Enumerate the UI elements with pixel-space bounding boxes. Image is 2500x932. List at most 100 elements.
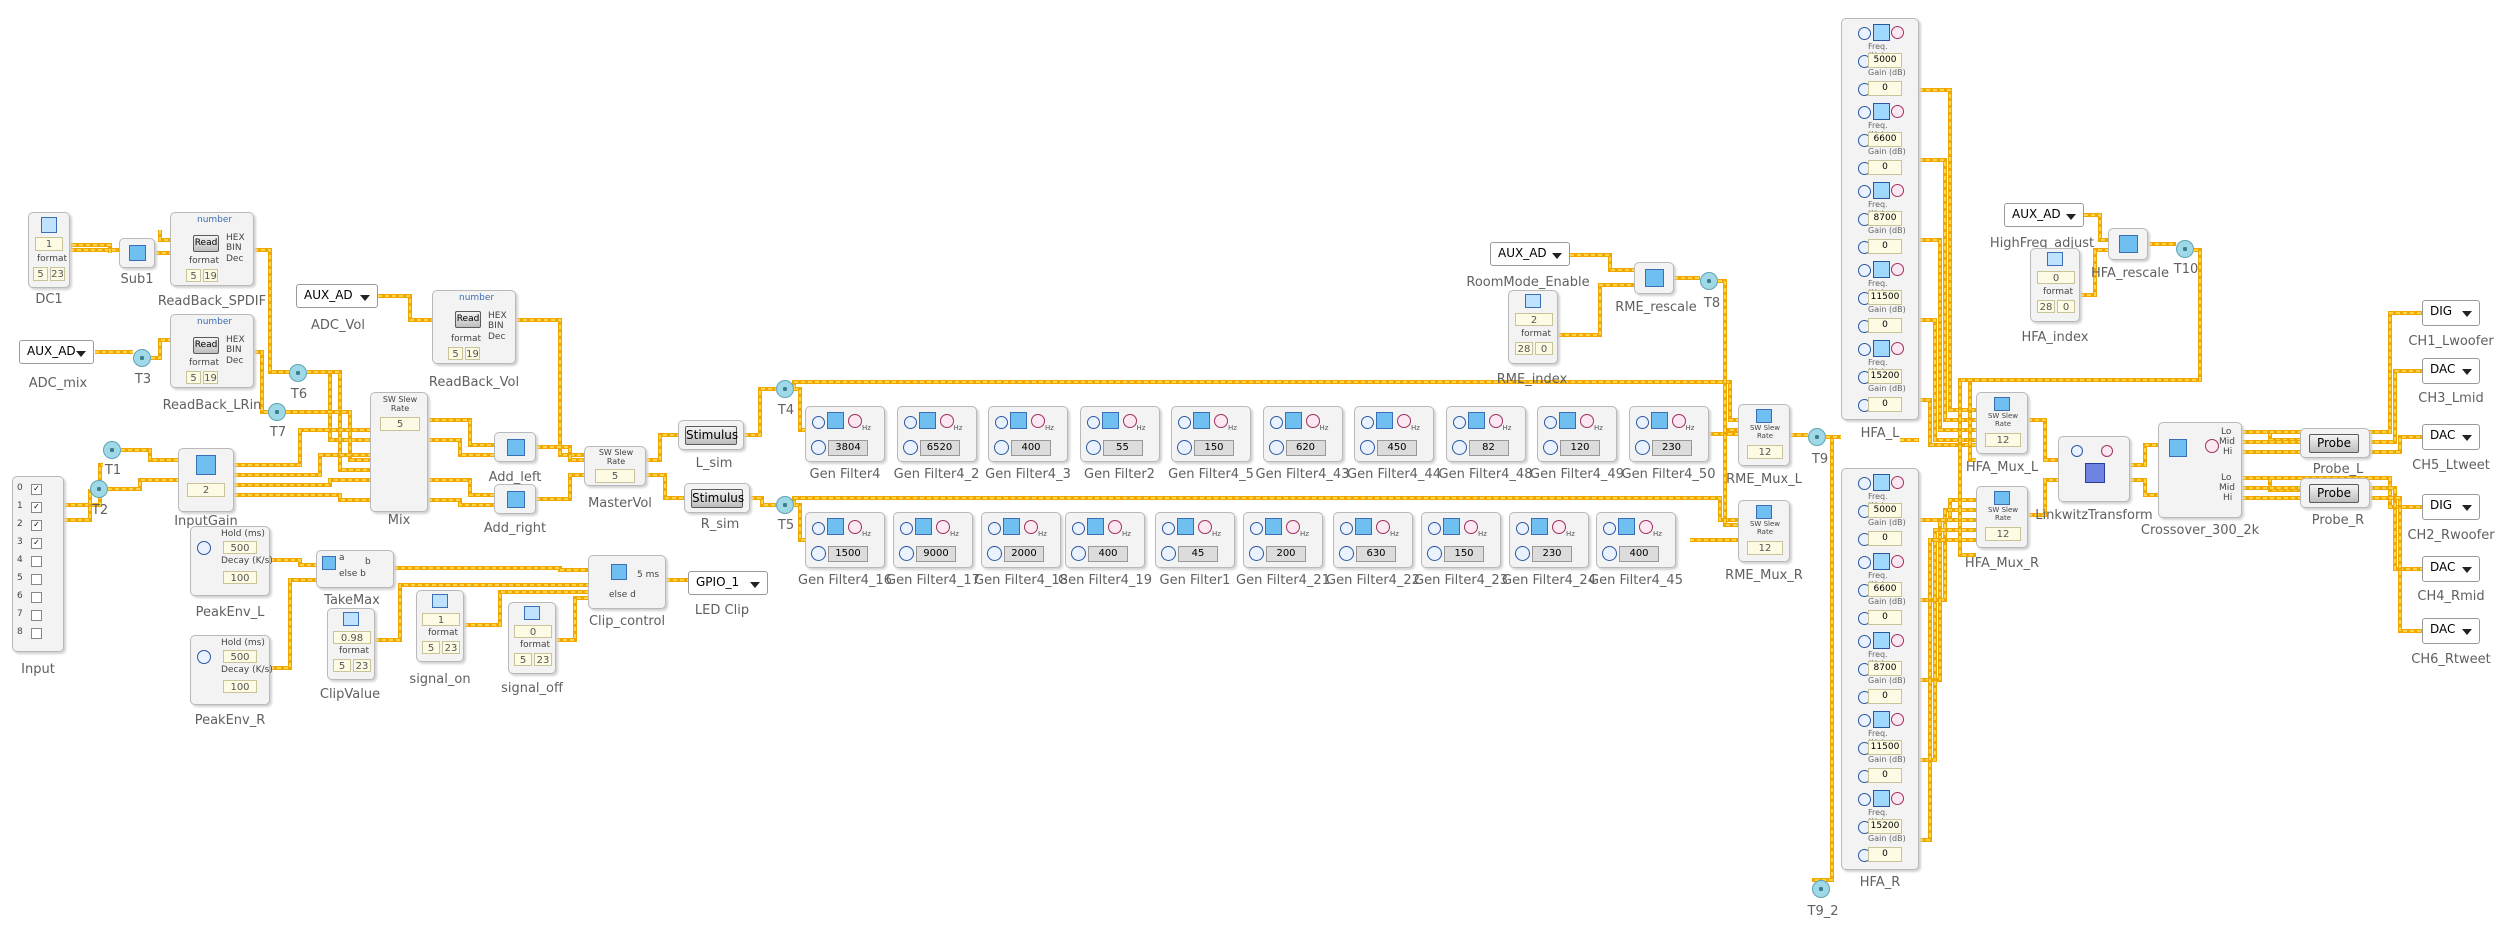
clipvalue-block[interactable]: 0.98 format 5 23 — [327, 608, 375, 680]
input-channel-checkbox[interactable] — [31, 628, 42, 639]
wire[interactable] — [378, 294, 432, 322]
t6-node[interactable] — [289, 364, 307, 382]
filter-frequency-value[interactable]: 400 — [1619, 546, 1659, 562]
filter-frequency-value[interactable]: 1500 — [828, 546, 868, 562]
freq-value[interactable]: 11500 — [1868, 740, 1902, 755]
decay-value[interactable]: 100 — [223, 680, 257, 693]
filter-frequency-value[interactable]: 6520 — [919, 440, 960, 456]
t3-node[interactable] — [133, 349, 151, 367]
gain-value[interactable]: 0 — [1868, 768, 1902, 783]
readback-lrin-block[interactable]: number Read HEX BIN Dec format 5 19 — [170, 314, 254, 388]
probe-button[interactable]: Probe — [2309, 434, 2359, 453]
adc-vol-dropdown[interactable]: AUX_AD — [296, 284, 378, 308]
t1-node[interactable] — [103, 441, 121, 459]
gain-value[interactable]: 0 — [1868, 318, 1902, 333]
filter-frequency-value[interactable]: 82 — [1468, 440, 1509, 456]
format-value-28[interactable]: 28 — [2037, 300, 2055, 313]
input-channel-checkbox[interactable]: ✓ — [31, 484, 42, 495]
wire[interactable] — [2028, 418, 2058, 462]
format-value-5[interactable]: 5 — [333, 659, 351, 672]
filter-frequency-value[interactable]: 55 — [1102, 440, 1143, 456]
format-value-5[interactable]: 5 — [448, 347, 463, 360]
probe-r-block[interactable]: Probe — [2300, 478, 2370, 508]
filter-frequency-value[interactable]: 9000 — [916, 546, 956, 562]
ch2-output[interactable]: DIG — [2422, 494, 2480, 520]
filter-frequency-value[interactable]: 450 — [1377, 440, 1417, 456]
l-sim-block[interactable]: Stimulus — [678, 420, 744, 450]
wire[interactable] — [646, 433, 678, 462]
freq-value[interactable]: 15200 — [1868, 369, 1902, 384]
filter-frequency-value[interactable]: 400 — [1088, 546, 1128, 562]
mux-value[interactable]: 12 — [1747, 541, 1783, 555]
r-sim-block[interactable]: Stimulus — [684, 483, 750, 513]
ch6-output[interactable]: DAC — [2422, 618, 2480, 644]
filter-frequency-value[interactable]: 150 — [1194, 440, 1234, 456]
freq-value[interactable]: 8700 — [1868, 661, 1902, 676]
highfreq-dropdown[interactable]: AUX_AD — [2004, 203, 2084, 227]
hfa-index-block[interactable]: 0 format 28 0 — [2030, 248, 2080, 322]
mastervol-value[interactable]: 5 — [595, 469, 635, 483]
input-channel-checkbox[interactable]: ✓ — [31, 538, 42, 549]
input-channel-checkbox[interactable] — [31, 610, 42, 621]
wire[interactable] — [428, 478, 494, 497]
wire[interactable] — [1812, 435, 1834, 882]
mix-value[interactable]: 5 — [380, 417, 420, 431]
read-button[interactable]: Read — [455, 311, 481, 328]
format-value-23[interactable]: 23 — [442, 641, 460, 654]
format-value-5[interactable]: 5 — [33, 267, 48, 281]
sub1-block[interactable] — [119, 238, 155, 268]
rme-rescale-block[interactable] — [1634, 262, 1674, 294]
signal-on-value[interactable]: 1 — [422, 613, 460, 626]
mix-block[interactable]: SW Slew Rate 5 — [370, 392, 428, 512]
probe-l-block[interactable]: Probe — [2300, 428, 2370, 458]
mux-value[interactable]: 12 — [1985, 527, 2021, 541]
input-channel-checkbox[interactable] — [31, 592, 42, 603]
dc1-block[interactable]: 1 format 5 23 — [28, 212, 70, 288]
rme-index-value[interactable]: 2 — [1515, 313, 1553, 326]
stimulus-button[interactable]: Stimulus — [691, 489, 744, 508]
signal-on-block[interactable]: 1 format 5 23 — [416, 590, 464, 662]
read-button[interactable]: Read — [193, 337, 219, 354]
filter-frequency-value[interactable]: 400 — [1011, 440, 1051, 456]
gain-value[interactable]: 0 — [1868, 239, 1902, 254]
ch4-output[interactable]: DAC — [2422, 556, 2480, 582]
freq-value[interactable]: 5000 — [1868, 503, 1902, 518]
input-channel-checkbox[interactable]: ✓ — [31, 502, 42, 513]
format-value-23[interactable]: 23 — [353, 659, 371, 672]
input-channel-checkbox[interactable]: ✓ — [31, 520, 42, 531]
readback-vol-block[interactable]: number Read HEX BIN Dec format 5 19 — [432, 290, 516, 364]
format-value-19[interactable]: 19 — [465, 347, 480, 360]
crossover-block[interactable]: Lo Mid Hi Lo Mid Hi — [2158, 422, 2242, 518]
filter-frequency-value[interactable]: 230 — [1532, 546, 1572, 562]
hfa-rescale-block[interactable] — [2108, 228, 2148, 260]
filter-frequency-value[interactable]: 200 — [1266, 546, 1306, 562]
takemax-block[interactable]: a b else b — [316, 550, 394, 588]
hold-value[interactable]: 500 — [223, 650, 257, 663]
readback-spdif-block[interactable]: number Read HEX BIN Dec format 5 19 — [170, 212, 254, 286]
mux-value[interactable]: 12 — [1747, 445, 1783, 459]
t2-node[interactable] — [90, 480, 108, 498]
format-value-0[interactable]: 0 — [2057, 300, 2075, 313]
gain-value[interactable]: 0 — [1868, 160, 1902, 175]
clipvalue-value[interactable]: 0.98 — [333, 631, 371, 644]
format-value-5[interactable]: 5 — [186, 371, 201, 384]
add-right-block[interactable] — [494, 484, 536, 514]
add-left-block[interactable] — [494, 432, 536, 462]
clip-control-block[interactable]: 5 ms else d — [588, 555, 666, 609]
format-value-5[interactable]: 5 — [514, 653, 532, 666]
freq-value[interactable]: 11500 — [1868, 290, 1902, 305]
decay-value[interactable]: 100 — [223, 571, 257, 584]
